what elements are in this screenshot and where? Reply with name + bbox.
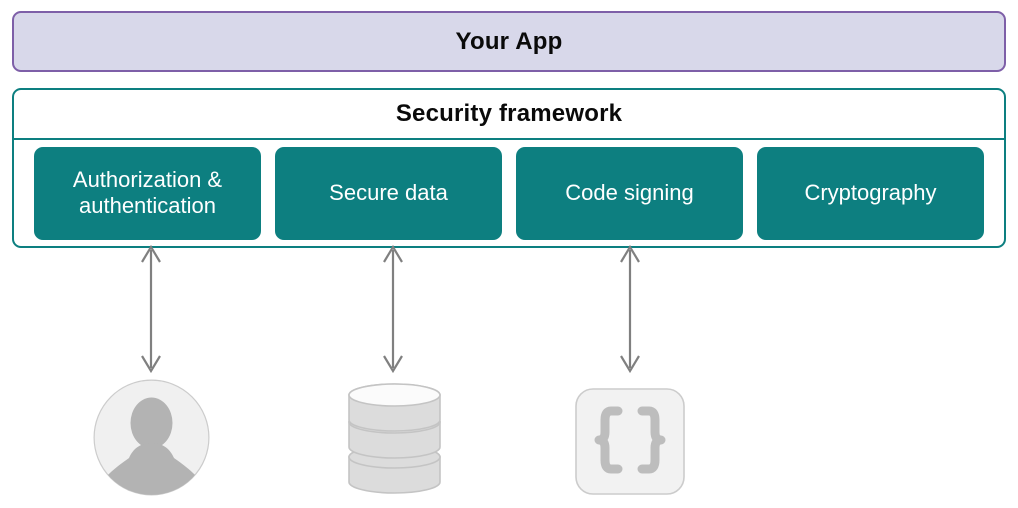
capability-label: Secure data (329, 180, 448, 206)
capability-secure-data[interactable]: Secure data (275, 146, 502, 240)
security-framework-header: Security framework (14, 90, 1004, 140)
security-framework-title: Security framework (395, 100, 623, 127)
capability-code-signing[interactable]: Code signing (516, 146, 743, 240)
capability-label: Code signing (565, 180, 694, 206)
database-connector-arrow-icon (380, 244, 406, 374)
user-avatar-icon (93, 379, 210, 496)
capability-label: Cryptography (804, 180, 937, 206)
capability-cryptography[interactable]: Cryptography (757, 146, 984, 240)
your-app-box: Your App (12, 11, 1006, 72)
capability-list: Authorization & authentication Secure da… (14, 140, 1004, 246)
code-braces-icon (574, 387, 686, 496)
your-app-title: Your App (455, 27, 563, 55)
user-connector-arrow-icon (138, 244, 164, 374)
security-framework-box: Security framework Authorization & authe… (12, 88, 1006, 248)
code-connector-arrow-icon (617, 244, 643, 374)
capability-authorization-authentication[interactable]: Authorization & authentication (34, 146, 261, 240)
database-icon (346, 381, 443, 495)
capability-label: Authorization & authentication (72, 167, 223, 218)
